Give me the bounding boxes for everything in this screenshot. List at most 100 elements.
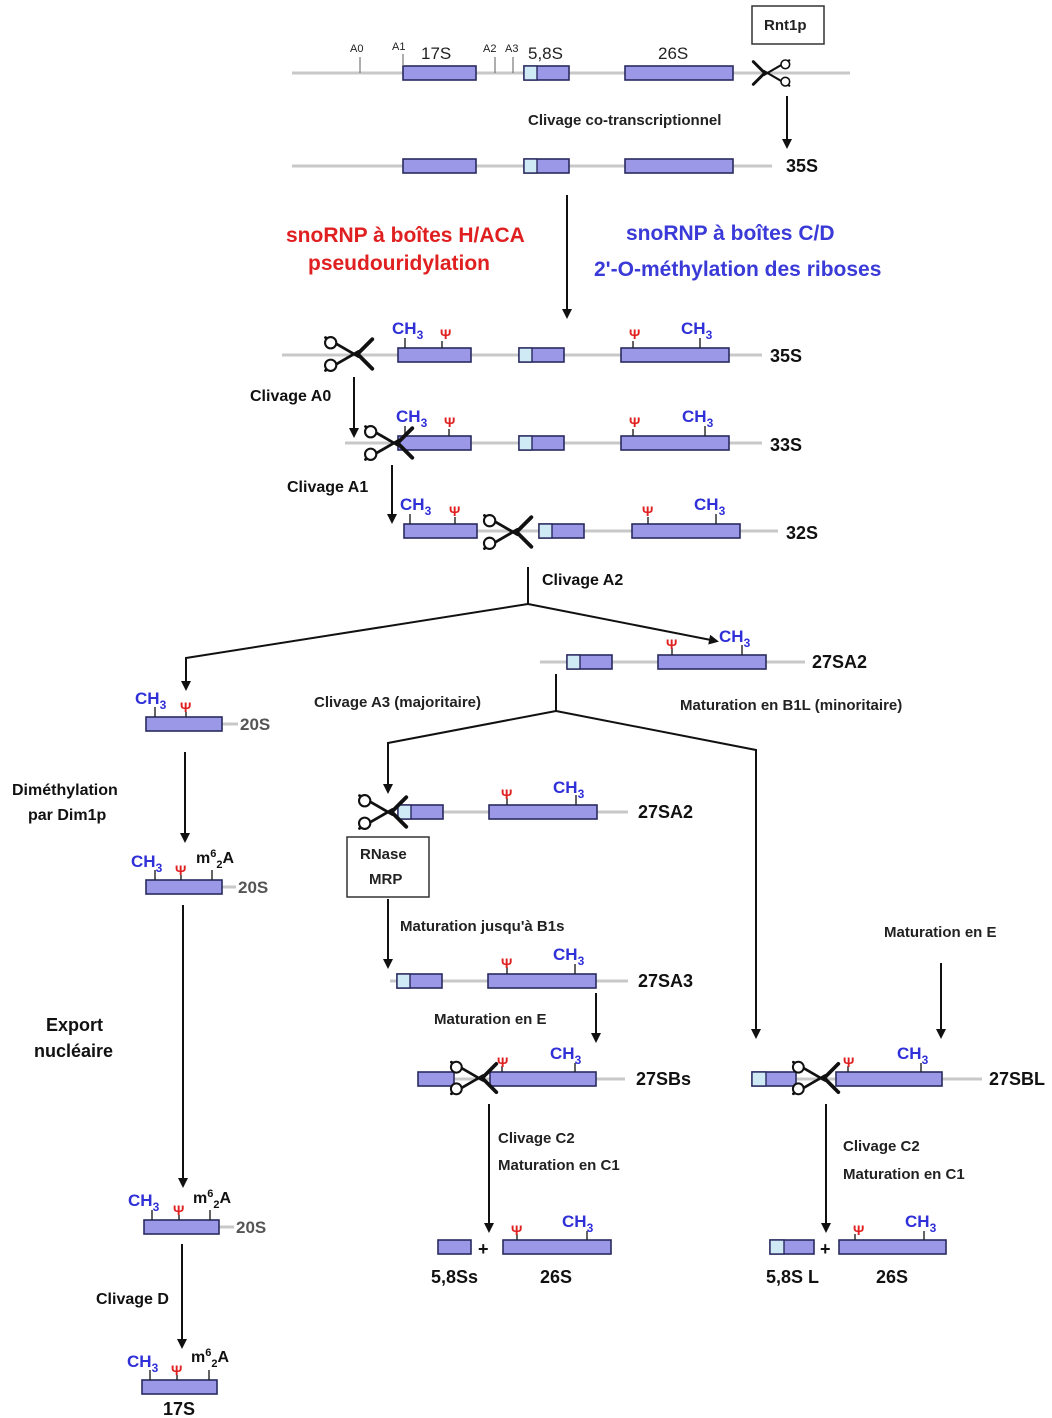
- label-27sa2-top: 27SA2: [812, 652, 867, 672]
- label-26s-right: 26S: [876, 1267, 908, 1287]
- step-dimethylation-2: par Dim1p: [28, 807, 106, 824]
- mature-17s: [141, 1370, 218, 1395]
- psi-35s-b-right: Ψ: [629, 326, 640, 342]
- region-26s-label: 26S: [658, 44, 688, 63]
- ch3-27sbs: CH3: [550, 1044, 582, 1067]
- psi-32s-right: Ψ: [642, 503, 653, 519]
- precursor-20s-b: [145, 870, 236, 895]
- ch3-33s-right: CH3: [682, 407, 714, 430]
- psi-17s: Ψ: [171, 1362, 182, 1378]
- snorna-haca-line2: pseudouridylation: [308, 252, 490, 275]
- product-26s-right: [838, 1231, 947, 1255]
- m62a-20s-b: m62A: [196, 848, 234, 871]
- label-27sbl: 27SBL: [989, 1069, 1045, 1089]
- step-cleave-a0: Clivage A0: [250, 388, 331, 405]
- label-26s-mid: 26S: [540, 1267, 572, 1287]
- label-35s-a: 35S: [786, 156, 818, 176]
- site-a0-label: A0: [350, 43, 363, 55]
- step-maturation-e-mid: Maturation en E: [434, 1011, 547, 1028]
- psi-20s-a: Ψ: [180, 699, 191, 715]
- ch3-26s-right: CH3: [905, 1212, 937, 1235]
- m62a-17s: m62A: [191, 1347, 229, 1370]
- label-32s: 32S: [786, 523, 818, 543]
- psi-20s-c: Ψ: [173, 1202, 184, 1218]
- rnt1p-label: Rnt1p: [764, 17, 807, 34]
- step-maturation-c1-mid: Maturation en C1: [498, 1157, 620, 1174]
- step-dimethylation-1: Diméthylation: [12, 782, 118, 799]
- step-maturation-e-right: Maturation en E: [884, 924, 997, 941]
- label-33s: 33S: [770, 435, 802, 455]
- precursor-27sa2-mid: [357, 793, 628, 831]
- ch3-33s-left: CH3: [396, 407, 428, 430]
- ch3-27sa3: CH3: [553, 945, 585, 968]
- ch3-20s-a: CH3: [135, 689, 167, 712]
- ch3-32s-right: CH3: [694, 495, 726, 518]
- psi-32s-left: Ψ: [449, 503, 460, 519]
- step-export-1: Export: [46, 1015, 103, 1035]
- label-27sbs: 27SBs: [636, 1069, 691, 1089]
- step-maturation-c1-right: Maturation en C1: [843, 1166, 965, 1183]
- ch3-20s-c: CH3: [128, 1191, 160, 1214]
- rnase-mrp-line1: RNase: [360, 846, 407, 863]
- precursor-35s-b: [282, 335, 762, 373]
- precursor-35s-a: [292, 158, 772, 174]
- psi-27sbs: Ψ: [497, 1054, 508, 1070]
- label-35s-b: 35S: [770, 346, 802, 366]
- label-27sa3: 27SA3: [638, 971, 693, 991]
- precursor-20s-a: [145, 707, 238, 732]
- label-20s-c: 20S: [236, 1218, 266, 1237]
- precursor-33s: [345, 424, 762, 462]
- label-20s-b: 20S: [238, 878, 268, 897]
- step-cleave-a1: Clivage A1: [287, 479, 368, 496]
- snorna-cd-line1: snoRNP à boîtes C/D: [626, 222, 834, 245]
- site-a2-label: A2: [483, 43, 496, 55]
- precursor-20s-c: [143, 1210, 234, 1235]
- rnt1p-box: [751, 5, 825, 45]
- arrow-to-27sa2: [527, 603, 719, 645]
- step-maturation-b1l: Maturation en B1L (minoritaire): [680, 697, 902, 714]
- m62a-20s-c: m62A: [193, 1188, 231, 1211]
- rnase-mrp-box: [346, 836, 430, 898]
- ch3-35s-b-right: CH3: [681, 319, 713, 342]
- snorna-cd-line2: 2'-O-méthylation des riboses: [594, 258, 881, 281]
- primary-transcript: A0 A1 A2 A3 17S 5,8S 26S: [292, 41, 850, 88]
- step-export-2: nucléaire: [34, 1041, 113, 1061]
- ch3-27sa2-mid: CH3: [553, 778, 585, 801]
- arrow-to-20s: [181, 603, 529, 691]
- precursor-27sa3: [390, 964, 628, 989]
- rnase-mrp-line2: MRP: [369, 871, 402, 888]
- arrow-to-27sbl: [555, 710, 761, 1039]
- ch3-27sa2-top: CH3: [719, 627, 751, 650]
- label-58sl: 5,8S L: [766, 1267, 819, 1287]
- step-cotranscriptional: Clivage co-transcriptionnel: [528, 112, 721, 129]
- snorna-haca-line1: snoRNP à boîtes H/ACA: [286, 224, 525, 247]
- psi-26s-right: Ψ: [853, 1222, 864, 1238]
- product-26s-mid: [502, 1231, 612, 1255]
- psi-20s-b: Ψ: [175, 862, 186, 878]
- precursor-27sbs: [417, 1059, 625, 1097]
- plus-mid: +: [478, 1239, 489, 1259]
- precursor-27sa2-top: [540, 645, 805, 670]
- step-cleave-a3: Clivage A3 (majoritaire): [314, 694, 481, 711]
- ch3-26s-mid: CH3: [562, 1212, 594, 1235]
- psi-33s-left: Ψ: [444, 414, 455, 430]
- psi-35s-b-left: Ψ: [440, 326, 451, 342]
- region-58s-label: 5,8S: [528, 44, 563, 63]
- plus-right: +: [820, 1239, 831, 1259]
- psi-33s-right: Ψ: [629, 414, 640, 430]
- psi-27sbl: Ψ: [843, 1054, 854, 1070]
- ch3-27sbl: CH3: [897, 1044, 929, 1067]
- psi-27sa2-mid: Ψ: [501, 786, 512, 802]
- step-cleave-d: Clivage D: [96, 1291, 169, 1308]
- product-58ss: [437, 1239, 472, 1255]
- psi-27sa3: Ψ: [501, 955, 512, 971]
- site-a1-label: A1: [392, 41, 405, 53]
- label-17s: 17S: [163, 1399, 195, 1418]
- ch3-35s-b-left: CH3: [392, 319, 424, 342]
- label-58ss: 5,8Ss: [431, 1267, 478, 1287]
- step-cleave-a2: Clivage A2: [542, 572, 623, 589]
- psi-26s-mid: Ψ: [511, 1222, 522, 1238]
- site-a3-label: A3: [505, 43, 518, 55]
- label-27sa2-mid: 27SA2: [638, 802, 693, 822]
